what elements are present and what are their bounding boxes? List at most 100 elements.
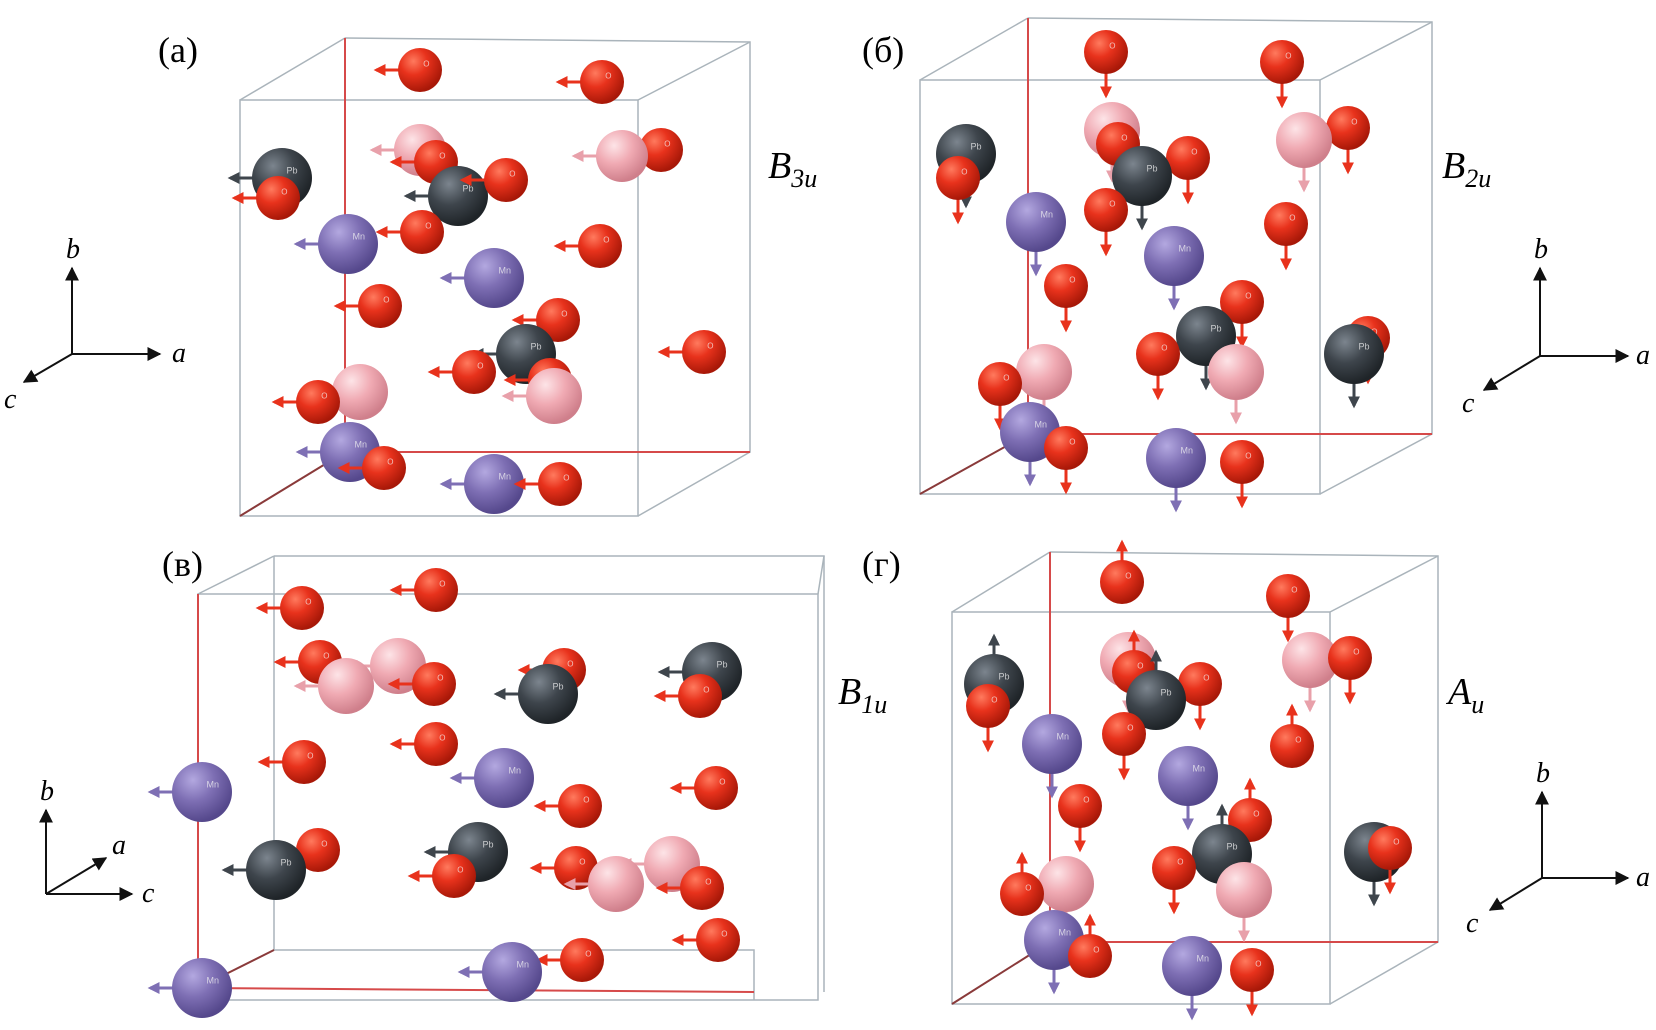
atom-label: O (721, 930, 727, 939)
o-atom: O (511, 298, 580, 342)
atom-label: O (1291, 586, 1297, 595)
atom-label: O (1069, 276, 1075, 285)
panel-d-axes: b a c (1466, 758, 1650, 939)
pb-atom: Pb (1324, 324, 1384, 409)
o-atom: O (533, 784, 602, 828)
atom-sphere (362, 446, 406, 490)
atom-label: O (305, 598, 311, 607)
o-atom: O (1068, 913, 1112, 978)
atom-sphere (1158, 746, 1218, 806)
atom-sphere (1136, 332, 1180, 376)
atom-sphere (1044, 426, 1088, 470)
atom-label: O (605, 72, 611, 81)
o-atom: O (553, 224, 622, 268)
atom-sphere (296, 828, 340, 872)
panel-a-mode-sub: 3u (790, 164, 817, 193)
axis-c-arrow (22, 353, 73, 383)
atom-label: O (383, 296, 389, 305)
o-atom: O (936, 156, 980, 225)
atom-sphere (296, 380, 340, 424)
mn-atom: Mn (1146, 428, 1206, 513)
o-atom: O (1220, 440, 1264, 509)
pb-atom: Pb (221, 840, 306, 900)
atom-sphere (1112, 146, 1172, 206)
mn-atom: Mn (1022, 714, 1082, 799)
atom-sphere (1102, 712, 1146, 756)
o-atom: O (1266, 574, 1310, 643)
atom-label: O (281, 188, 287, 197)
axis-c-arrow (1482, 355, 1541, 391)
o-atom: O (1230, 948, 1274, 1017)
mn-atom: Mn (457, 942, 542, 1002)
atom-label: Mn (1181, 446, 1194, 456)
panel-a-mode-main: B (768, 145, 791, 187)
atom-sphere (639, 128, 683, 172)
atom-label: Pb (1211, 324, 1222, 334)
atom-sphere (172, 762, 232, 822)
atom-label: O (1125, 572, 1131, 581)
atom-label: O (1351, 118, 1357, 127)
o-atom: O (337, 446, 406, 490)
atom-sphere (400, 210, 444, 254)
atom-label: O (561, 310, 567, 319)
atom-sphere (1100, 560, 1144, 604)
panel-a-mode-label: B3u (768, 145, 817, 193)
o-atom: O (1044, 426, 1088, 495)
pb-site-atom (501, 368, 582, 424)
o-atom: O (407, 854, 476, 898)
atom-label: O (1093, 946, 1099, 955)
atom-label: Pb (483, 840, 494, 850)
atom-sphere (246, 840, 306, 900)
atom-sphere (370, 638, 426, 694)
atom-sphere (1058, 784, 1102, 828)
atom-label: O (439, 152, 445, 161)
atom-label: O (1393, 838, 1399, 847)
axis-c-label: c (142, 878, 155, 909)
axis-b-label: b (1534, 234, 1548, 265)
pb-site-atom (293, 658, 374, 714)
panel-d-mode-label: Au (1445, 671, 1484, 719)
atom-label: O (1109, 200, 1115, 209)
o-atom: O (1270, 703, 1314, 768)
panel-b-letter: (б) (862, 30, 904, 70)
atom-label: Pb (281, 858, 292, 868)
pb-atom: Pb (1112, 146, 1172, 231)
o-atom: O (387, 662, 456, 706)
o-atom: O (1102, 712, 1146, 781)
mn-atom: Mn (147, 958, 232, 1018)
panel-a-letter: (a) (158, 30, 198, 70)
atom-label: O (705, 878, 711, 887)
atom-label: Mn (1197, 954, 1210, 964)
atom-sphere (966, 684, 1010, 728)
panel-b: (б) B2u b a c OOOPbOOOPbOOMnMnOOPbOPbOOM… (862, 17, 1650, 513)
atom-label: O (321, 392, 327, 401)
atom-label: Pb (531, 342, 542, 352)
axis-a-arrow (45, 857, 108, 895)
o-atom: O (1084, 188, 1128, 257)
mn-atom: Mn (1144, 226, 1204, 311)
atom-sphere (1068, 934, 1112, 978)
atom-label: O (437, 674, 443, 683)
atom-label: Mn (353, 232, 366, 242)
atom-sphere (518, 664, 578, 724)
atom-label: O (321, 840, 327, 849)
atom-sphere (1044, 264, 1088, 308)
mn-atom: Mn (293, 214, 378, 274)
atom-label: O (664, 140, 670, 149)
atom-sphere (358, 284, 402, 328)
o-atom: O (373, 48, 442, 92)
o-atom: O (1166, 136, 1210, 205)
o-atom: O (375, 210, 444, 254)
atom-sphere (536, 298, 580, 342)
o-atom: O (1044, 264, 1088, 333)
o-atom: O (978, 362, 1022, 431)
atom-sphere (538, 462, 582, 506)
atom-label: Pb (971, 142, 982, 152)
atom-label: O (1191, 148, 1197, 157)
axis-c-arrow (1488, 877, 1543, 911)
atoms-b: OOOPbOOOPbOOMnMnOOPbOPbOOMnOMnO (936, 30, 1390, 513)
atom-sphere (1000, 872, 1044, 916)
